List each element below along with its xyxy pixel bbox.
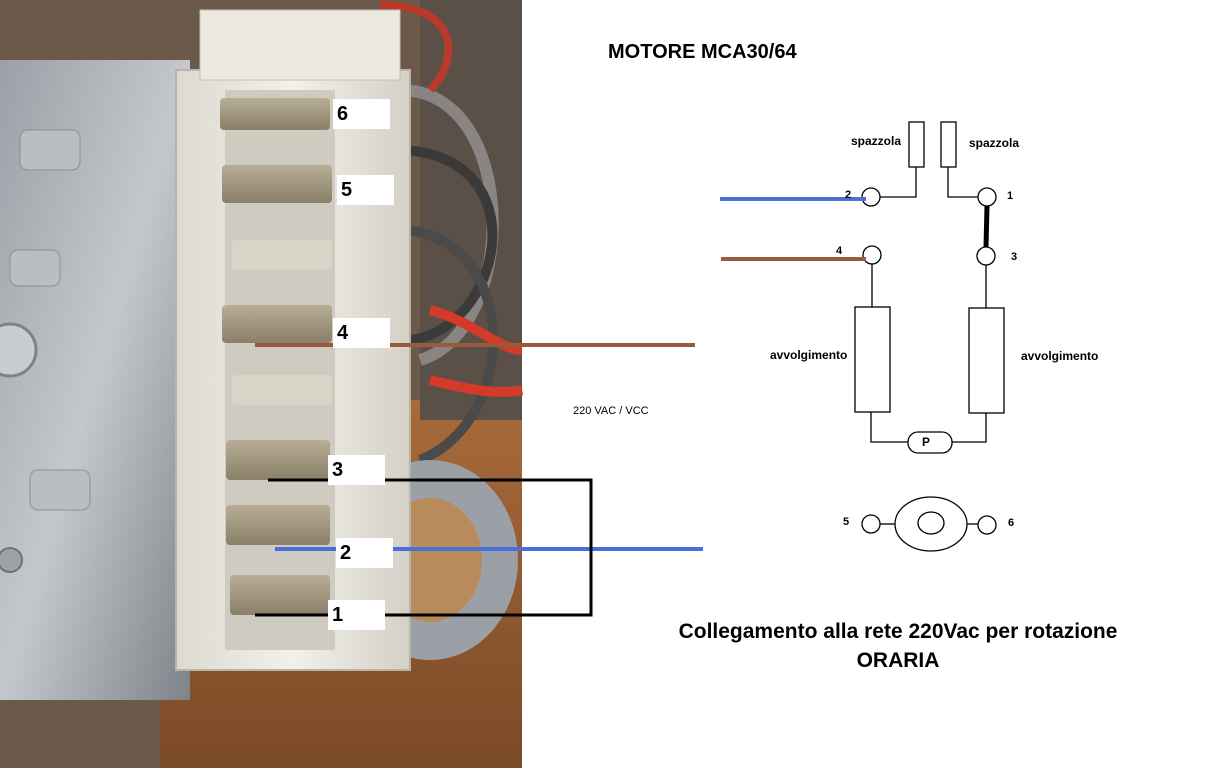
winding-label-right: avvolgimento bbox=[1021, 349, 1099, 363]
terminal-3 bbox=[976, 246, 996, 266]
connector-pin-label: 6 bbox=[333, 99, 390, 129]
terminal-4 bbox=[862, 245, 882, 265]
winding-left bbox=[854, 306, 891, 413]
connector-photo bbox=[0, 0, 524, 768]
brush-right bbox=[940, 121, 957, 168]
tacho-rotor bbox=[917, 511, 945, 535]
brush-left bbox=[908, 121, 925, 168]
thermal-protector bbox=[907, 431, 953, 454]
connector-pin-label: 2 bbox=[336, 538, 393, 568]
terminal-tabs bbox=[220, 98, 332, 615]
motor-schematic bbox=[854, 121, 1005, 552]
connector-pin-label: 1 bbox=[328, 600, 385, 630]
connector-pin-label: 3 bbox=[328, 455, 385, 485]
jumper-wire-pins-3-1 bbox=[255, 478, 593, 617]
winding-label-left: avvolgimento bbox=[770, 348, 848, 362]
terminal-1 bbox=[977, 187, 997, 207]
supply-label: 220 VAC / VCC bbox=[573, 405, 649, 417]
brush-label-left: spazzola bbox=[851, 134, 902, 148]
schematic-jumper-1-3 bbox=[983, 205, 990, 248]
schematic-pin-label: 4 bbox=[836, 245, 843, 257]
terminal-6 bbox=[977, 515, 997, 535]
schematic-pin-label: 3 bbox=[1011, 251, 1018, 263]
diagram-title: MOTORE MCA30/64 bbox=[608, 41, 797, 63]
schematic-pin-label: 6 bbox=[1008, 517, 1015, 529]
schematic-pin-label: 5 bbox=[843, 516, 850, 528]
protector-label: P bbox=[922, 435, 931, 449]
connector-pin-label: 4 bbox=[333, 318, 390, 348]
terminal-5 bbox=[861, 514, 881, 534]
connector-pin-label: 5 bbox=[337, 175, 394, 205]
schematic-pin-label: 2 bbox=[845, 189, 852, 201]
brush-label-right: spazzola bbox=[969, 136, 1020, 150]
diagram-caption: Collegamento alla rete 220Vac per rotazi… bbox=[678, 620, 1118, 672]
schematic-pin-label: 1 bbox=[1007, 190, 1014, 202]
winding-right bbox=[968, 307, 1005, 414]
